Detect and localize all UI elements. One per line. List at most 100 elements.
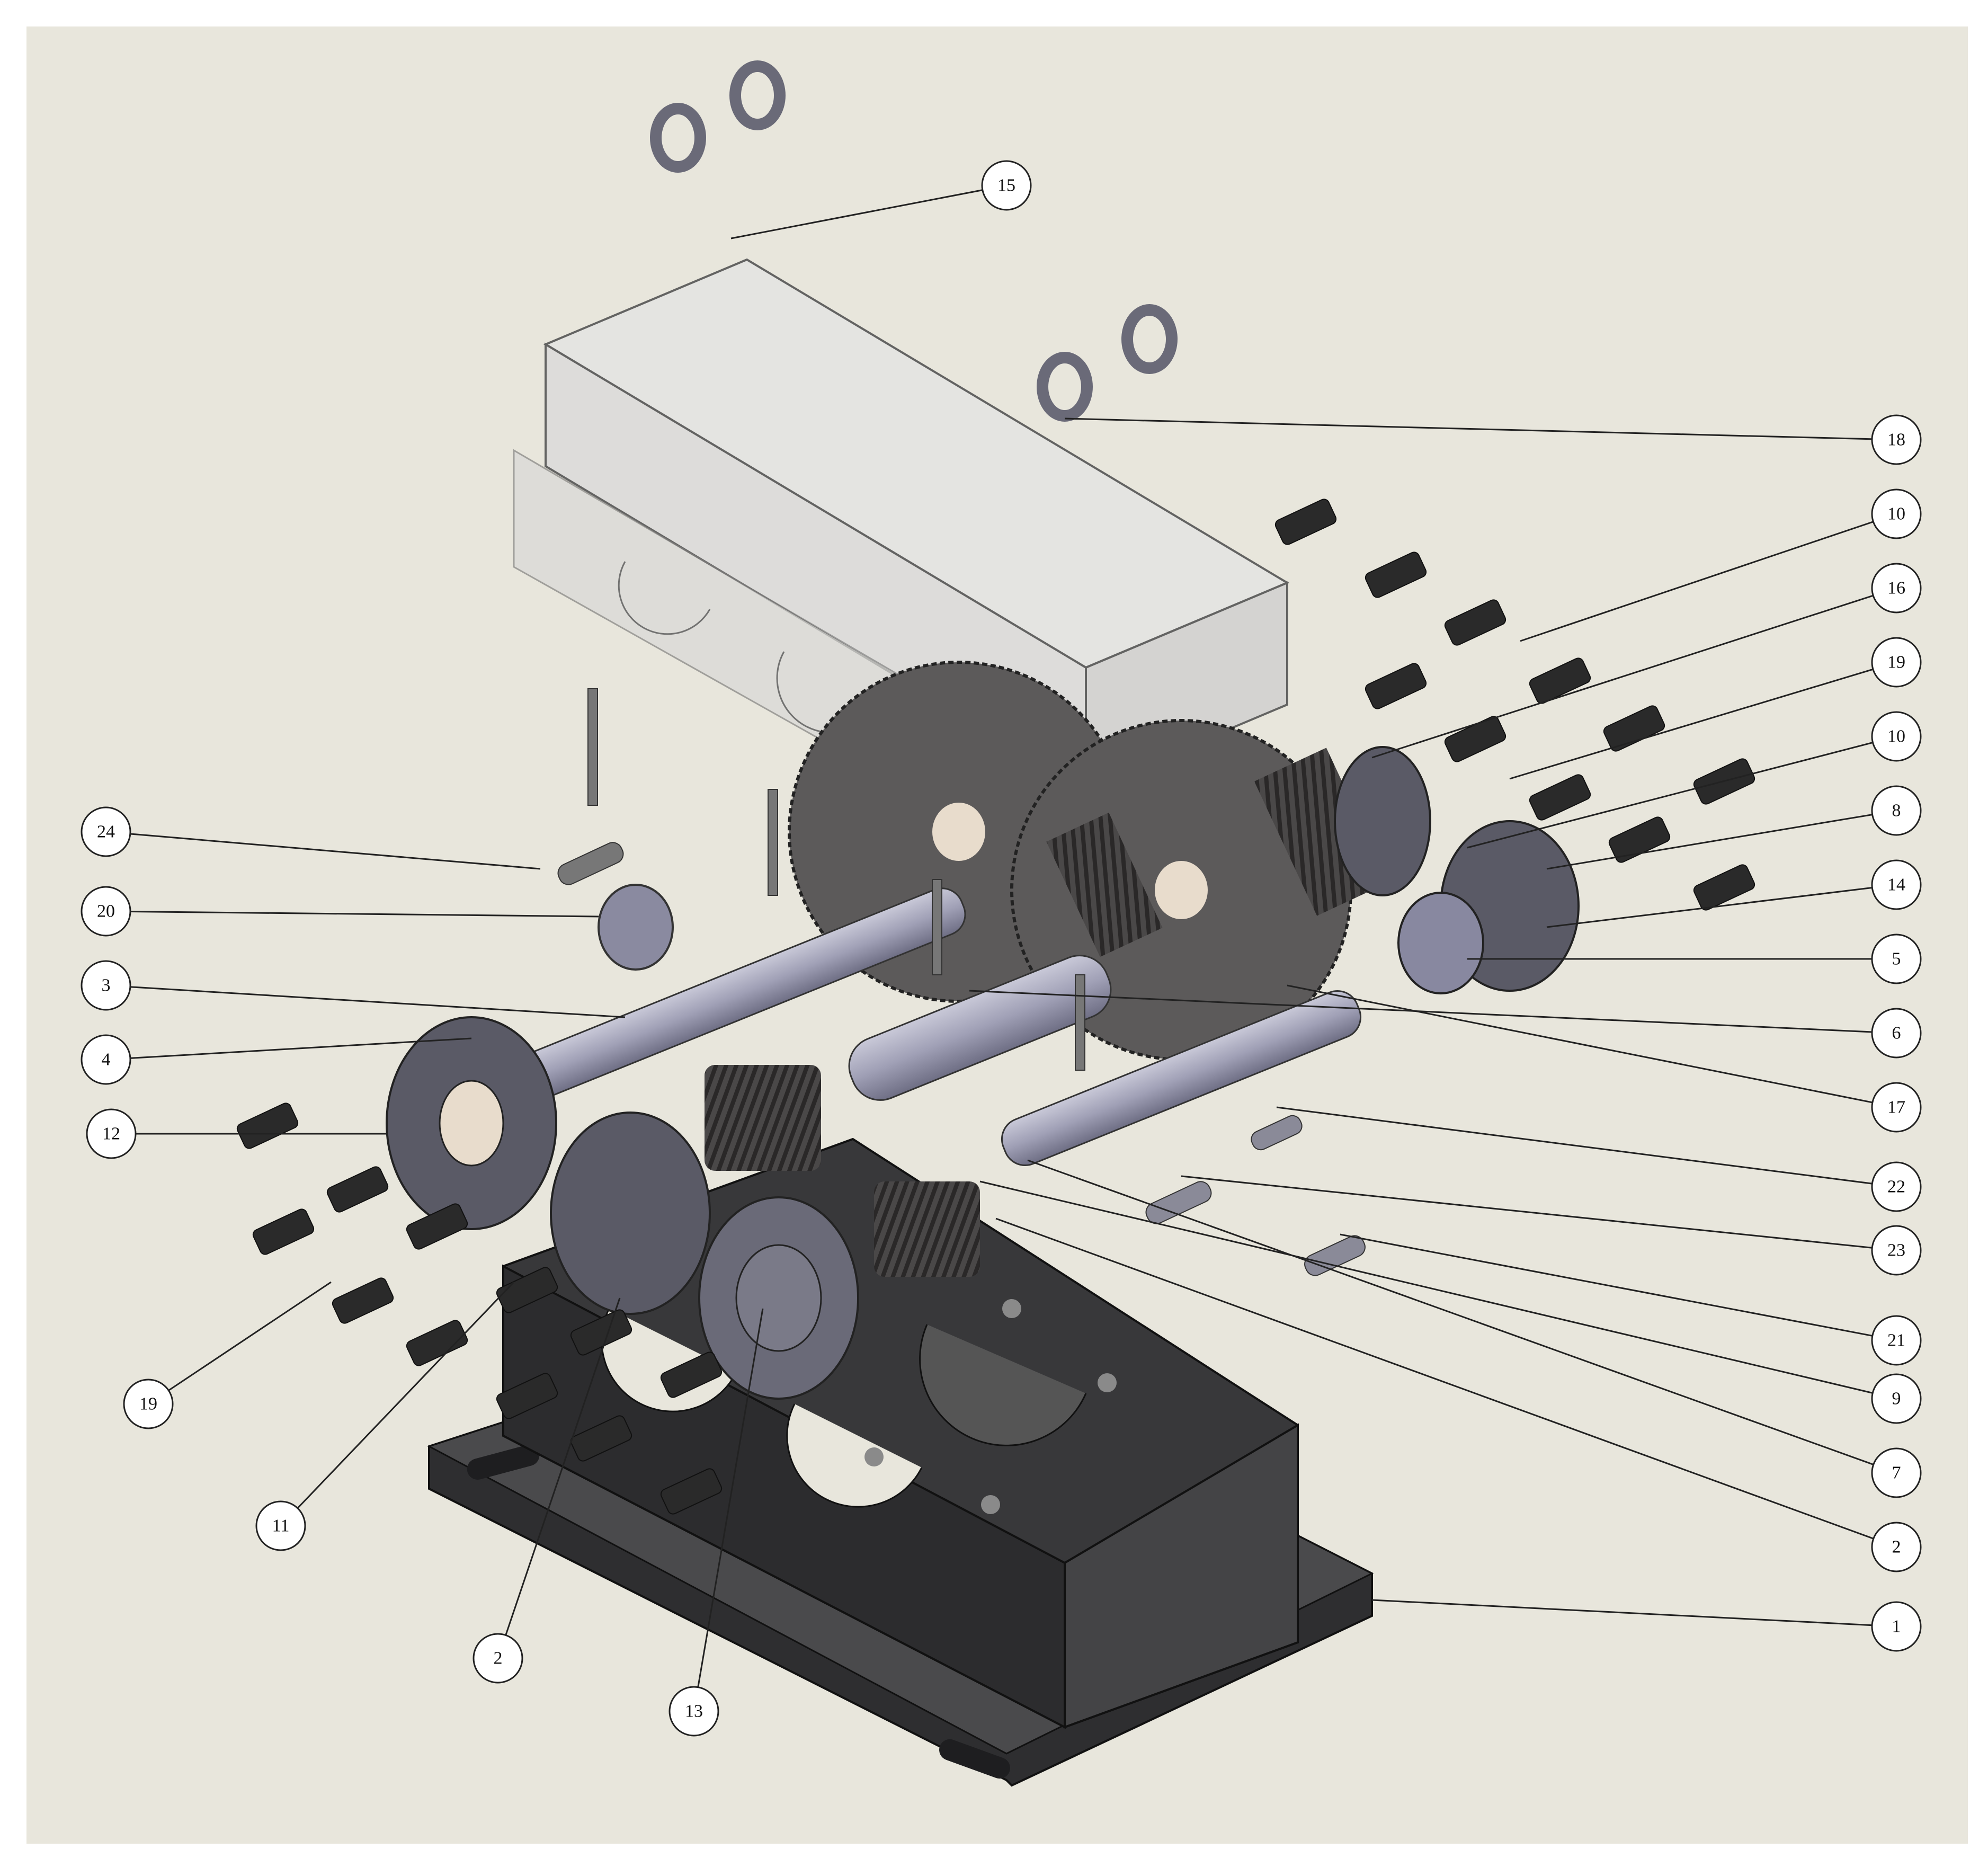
bolt-hole: [864, 1447, 884, 1466]
callout-balloon: [1871, 785, 1922, 836]
leader-line: [1276, 1106, 1897, 1188]
small-pinion-gear: [705, 1065, 821, 1171]
leader-line: [105, 910, 599, 918]
bolt: [570, 1415, 632, 1462]
shafts: [517, 887, 1362, 1277]
callout-label: 24: [97, 822, 115, 842]
callout-balloon: [1871, 488, 1922, 539]
callout-balloon: [1871, 933, 1922, 984]
bolts: [236, 499, 1755, 1515]
spacer-20: [598, 884, 674, 971]
callout-label: 21: [1887, 1331, 1905, 1350]
bolt: [496, 1373, 558, 1419]
callout-label: 19: [1887, 653, 1905, 672]
intermediate-shaft: [848, 955, 1112, 1101]
callout-label: 17: [1887, 1098, 1905, 1117]
bearing-seat: [786, 1403, 923, 1508]
bearing-5: [1397, 892, 1484, 994]
bolt-hole: [1098, 1373, 1117, 1392]
bearing-cover-bore: [439, 1080, 504, 1167]
leader-line: [1287, 984, 1897, 1108]
leader-line: [1340, 1233, 1897, 1341]
pins-keys: [557, 688, 1366, 1276]
callout-label: 18: [1887, 430, 1905, 450]
bearing-seat: [919, 1324, 1087, 1446]
leader-line: [1371, 587, 1897, 759]
leader-line: [105, 1037, 472, 1061]
bearing-covers: [386, 746, 1580, 1400]
callout-label: 9: [1892, 1389, 1901, 1409]
callout-balloon: [255, 1500, 306, 1551]
bolt-hole: [1002, 1299, 1021, 1318]
leader-line: [730, 184, 1007, 239]
key-24: [557, 842, 624, 885]
leader-line: [1467, 735, 1897, 849]
leader-line: [105, 984, 626, 1018]
leader-line: [1064, 417, 1897, 441]
output-shaft: [1001, 990, 1362, 1167]
leader-line: [995, 1217, 1897, 1548]
callout-balloon: [1871, 711, 1922, 762]
callout-balloon: [473, 1633, 523, 1684]
key-23: [1145, 1181, 1212, 1224]
bolt: [570, 1309, 632, 1356]
dowel-pin: [1075, 974, 1085, 1071]
bolt: [496, 1267, 558, 1313]
bolt-hole: [981, 1495, 1000, 1514]
callout-balloon: [1871, 859, 1922, 910]
callout-label: 16: [1887, 579, 1905, 598]
callout-balloon: [1871, 563, 1922, 614]
bolt: [660, 1352, 723, 1398]
callout-label: 4: [102, 1050, 111, 1070]
bolt: [406, 1203, 468, 1250]
callout-label: 5: [1892, 949, 1901, 969]
bolt: [1693, 864, 1755, 911]
callout-balloon: [1871, 1601, 1922, 1652]
bolt: [406, 1320, 468, 1366]
bearing-cover-13-cap: [735, 1244, 822, 1352]
callout-balloon: [1871, 414, 1922, 465]
bolt: [1365, 663, 1427, 709]
gearbox-exploded-view: 1518101619108145617222321972124203412191…: [81, 60, 1922, 1787]
bolt: [1274, 499, 1337, 545]
leader-line: [1520, 513, 1897, 642]
leader-line: [1371, 1599, 1897, 1628]
callout-balloon: [1871, 1161, 1922, 1212]
bolt: [1365, 552, 1427, 598]
callout-balloon: [86, 1108, 137, 1159]
dowel-pin: [932, 879, 942, 975]
leader-line: [1546, 884, 1897, 928]
leader-line: [1181, 1175, 1897, 1251]
small-pinion-gear: [874, 1181, 980, 1277]
leader-line: [280, 1281, 515, 1527]
callout-balloon: [981, 160, 1032, 211]
bolt: [1444, 716, 1506, 762]
callout-balloon: [81, 960, 131, 1011]
callout-balloon: [81, 1034, 131, 1085]
eye-bolt: [729, 60, 786, 130]
callout-label: 6: [1892, 1024, 1901, 1043]
callout-label: 20: [97, 902, 115, 921]
callout-balloon: [123, 1379, 174, 1429]
bolt: [660, 1468, 723, 1515]
callout-balloon: [1871, 1447, 1922, 1498]
bearing-16: [1334, 746, 1431, 896]
callout-label: 13: [685, 1702, 703, 1721]
callout-label: 2: [1892, 1537, 1901, 1557]
callout-label: 7: [1892, 1463, 1901, 1483]
leader-line: [148, 1281, 332, 1405]
bolt: [332, 1277, 394, 1324]
dowel-pin: [587, 688, 598, 806]
eye-bolt: [1121, 304, 1178, 374]
cover-bearing-arc: [618, 561, 711, 635]
bolt: [1529, 774, 1591, 821]
callout-balloon: [1871, 1082, 1922, 1133]
callout-balloon: [668, 1686, 719, 1737]
bolt: [1603, 705, 1665, 752]
callout-balloon: [1871, 1522, 1922, 1572]
leader-line: [105, 831, 541, 870]
callout-label: 23: [1887, 1241, 1905, 1260]
key-22: [1251, 1115, 1303, 1151]
leader-line: [969, 990, 1897, 1034]
